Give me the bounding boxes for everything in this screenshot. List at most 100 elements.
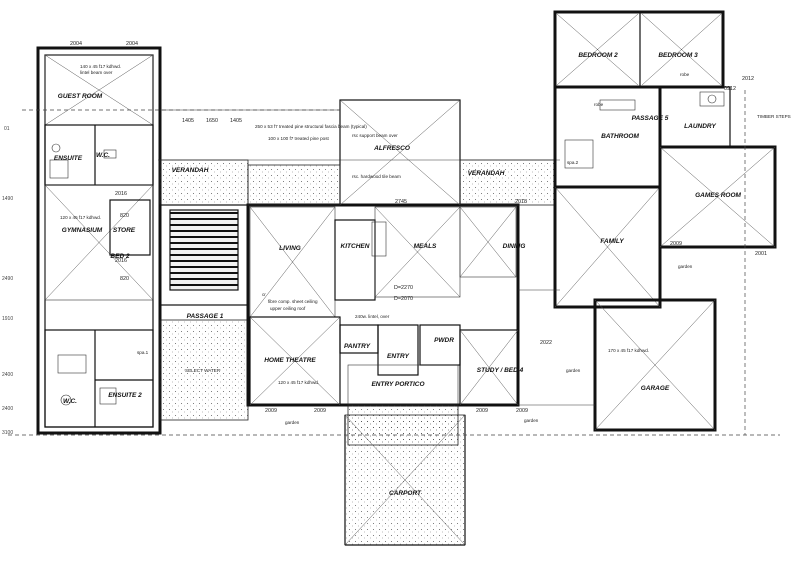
side-label-5: 2400 [2, 372, 13, 378]
dim-820-b: 820 [120, 276, 129, 282]
note-lintel-over: lintel beam over [80, 70, 113, 75]
room-passage5: PASSAGE 5 [632, 115, 669, 122]
note-beam-170: 170 x 45 f17 kdhwd. [608, 348, 649, 353]
room-entry-portico: ENTRY PORTICO [371, 381, 424, 388]
note-lintel-240: 240w. lintel, over [355, 314, 390, 319]
side-label-2: 1490 [2, 196, 13, 202]
room-garage: GARAGE [641, 385, 670, 392]
room-garden-a: garden [566, 368, 581, 373]
note-fibre-comp: fibre comp. sheet ceiling [268, 299, 318, 304]
verandah-right-dots [459, 159, 556, 206]
alfresco-block [158, 99, 560, 206]
dim-2009-b: 2009 [314, 408, 326, 414]
room-garden-b: garden [678, 264, 693, 269]
gymnasium-area [44, 184, 154, 301]
powder-area [419, 324, 461, 366]
room-guest-room: GUEST ROOM [58, 93, 103, 100]
room-games-room: GAMES ROOM [695, 192, 741, 199]
room-gymnasium: GYMNASIUM [62, 227, 103, 234]
room-ensuite: ENSUITE [54, 155, 83, 162]
dim-2009-d: 2009 [516, 408, 528, 414]
room-study-bed4: STUDY / BED 4 [477, 367, 524, 374]
dim-2016-a: 2016 [115, 191, 127, 197]
room-verandah-right: VERANDAH [468, 170, 505, 177]
dim-2009-c: 2009 [476, 408, 488, 414]
left-wing-outline [36, 46, 162, 435]
left-verandah [159, 159, 249, 421]
room-bed2-left: BED 2 [110, 253, 130, 260]
dim-2009-e: 2009 [670, 241, 682, 247]
note-beam-120b: 120 x 45 f17 kdhwd. [278, 380, 319, 385]
note-rsc-post: rsc. hardwood tile beam [352, 174, 401, 179]
side-label-3: 2490 [2, 276, 13, 282]
laundry-area [659, 86, 731, 148]
room-ensuite2: ENSUITE 2 [108, 392, 142, 399]
note-d2070: D=2070 [394, 296, 413, 302]
room-wc-top: W.C. [96, 152, 110, 159]
room-garden-c: garden [285, 420, 300, 425]
room-living: LIVING [279, 245, 301, 252]
note-beam-120: 120 x 45 f17 kdhwd. [60, 215, 101, 220]
right-wing [518, 10, 777, 432]
kitchen-area [334, 219, 376, 301]
dim-2016-b: 2016 [115, 258, 127, 264]
games-room-area [658, 145, 777, 249]
room-pantry: PANTRY [344, 343, 371, 350]
note-smoke: cr [262, 292, 266, 297]
room-meals: MEALS [414, 243, 437, 250]
room-laundry: LAUNDRY [684, 123, 716, 130]
decking [169, 209, 239, 291]
dim-1405-b: 1405 [230, 118, 242, 124]
note-structural: 250 x 53 f7 treated pine structural fasc… [255, 124, 367, 129]
room-home-theatre: HOME THEATRE [264, 357, 316, 364]
note-select-water: SELECT WATER [185, 368, 221, 373]
room-robe-a: robe [680, 72, 690, 77]
room-wc-bottom: W.C. [63, 398, 77, 405]
dim-2009-a: 2009 [265, 408, 277, 414]
note-upper-ceiling: upper ceiling roof [270, 306, 306, 311]
dim-1405-a: 1405 [182, 118, 194, 124]
dim-2022: 2022 [540, 340, 552, 346]
room-garden-d: garden [524, 418, 539, 423]
entry-area [377, 324, 419, 376]
home-theatre-area [249, 316, 341, 406]
room-passage1: PASSAGE 1 [187, 313, 224, 320]
dining-area [459, 206, 517, 278]
room-robe-b: robe [594, 102, 604, 107]
dim-2745: 2745 [395, 199, 407, 205]
dim-top-2004-b: 2004 [126, 41, 138, 47]
dim-2018: 2018 [515, 199, 527, 205]
note-beam-140: 140 x 45 f17 kdhwd. [80, 64, 121, 69]
alfresco-area [339, 99, 461, 206]
room-alfresco: ALFRESCO [373, 145, 410, 152]
ensuite2-area [44, 329, 154, 428]
note-spa2: spa.2 [567, 160, 579, 165]
verandah-left-dots [247, 164, 341, 206]
bedroom-top-outline [553, 10, 725, 89]
room-family: FAMILY [600, 238, 624, 245]
room-verandah-left: VERANDAH [172, 167, 209, 174]
side-label-6: 2400 [2, 406, 13, 412]
room-powder: PWDR [434, 337, 454, 344]
side-label-1: 01 [4, 126, 10, 132]
left-wing [36, 46, 162, 435]
note-pine-post: 100 x 100 f7 treated pine post [268, 136, 330, 141]
central-core [246, 203, 520, 407]
dim-2001: 2001 [755, 251, 767, 257]
room-store: STORE [113, 227, 136, 234]
side-label-4: 1910 [2, 316, 13, 322]
garage-area [593, 298, 717, 432]
left-wing-inner [44, 54, 154, 428]
room-entry: ENTRY [387, 353, 410, 360]
passage-area [159, 319, 249, 421]
note-support-beam: rsc support beam over [352, 133, 398, 138]
room-bedroom2: BEDROOM 2 [578, 52, 618, 59]
room-dining: DINING [503, 243, 526, 250]
dim-top-2004-a: 2004 [70, 41, 82, 47]
dim-820-a: 820 [120, 213, 129, 219]
room-bathroom: BATHROOM [601, 133, 639, 140]
dim-0912: 0912 [724, 86, 736, 92]
side-label-7: 3100 [2, 430, 13, 436]
room-carport: CARPORT [389, 490, 422, 497]
